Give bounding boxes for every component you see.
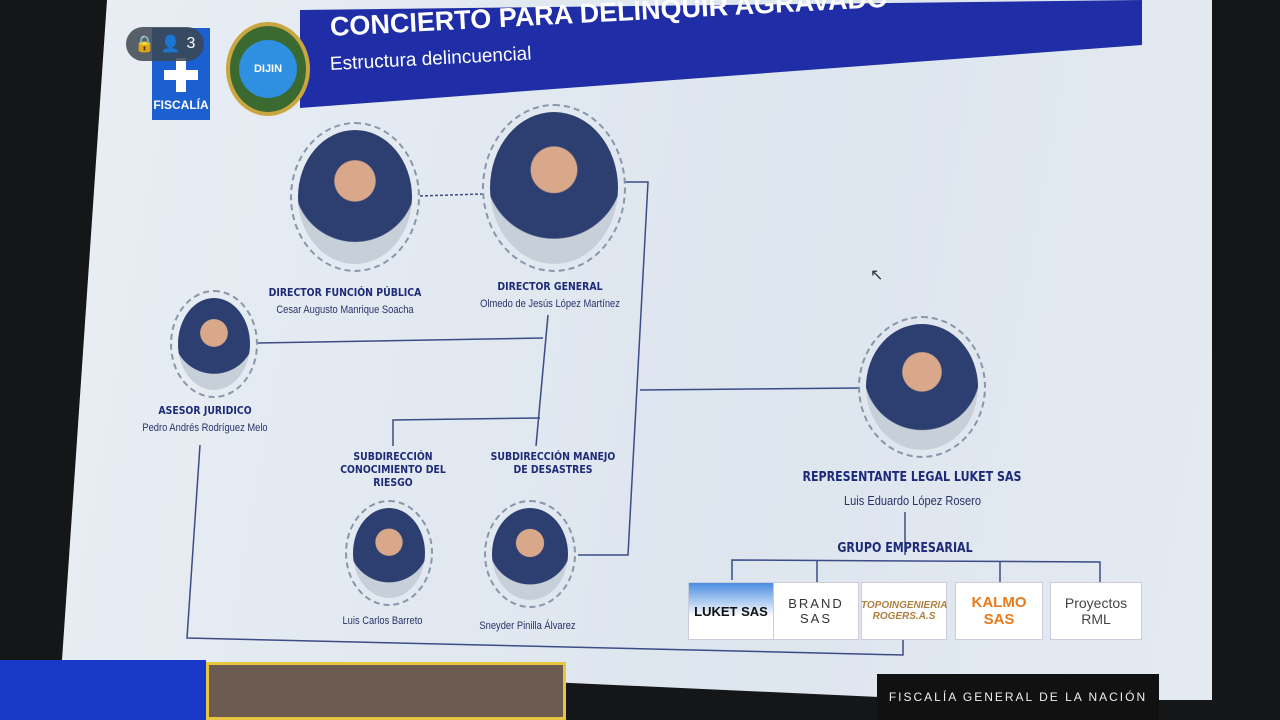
person-name: Olmedo de Jesús López Martínez: [480, 298, 620, 310]
logo-luket: LUKET SAS: [688, 582, 774, 640]
photo-representante-legal: [858, 316, 986, 458]
group-label: GRUPO EMPRESARIAL: [837, 541, 973, 556]
photo-director-general: [482, 104, 626, 272]
logo-proyectos-rml: Proyectos RML: [1050, 582, 1142, 640]
role-label: SUBDIRECCIÓN MANEJO DE DESASTRES: [490, 450, 616, 476]
dijin-seal: DIJIN: [226, 22, 310, 116]
person-name: Sneyder Pinilla Álvarez: [479, 620, 576, 632]
photo-director-funcion-publica: [290, 122, 420, 272]
role-label: SUBDIRECCIÓN CONOCIMIENTO DEL RIESGO: [340, 450, 446, 489]
photo-asesor-juridico: [170, 290, 258, 398]
people-icon: 👤: [160, 36, 181, 53]
person-name: Luis Carlos Barreto: [342, 615, 423, 627]
role-label: DIRECTOR GENERAL: [497, 280, 603, 293]
lock-icon: 🔒: [134, 36, 155, 53]
footer-banner: FISCALÍA GENERAL DE LA NACIÓN: [877, 674, 1159, 720]
person-name: Pedro Andrés Rodríguez Melo: [142, 422, 268, 434]
cross-icon: [164, 58, 198, 92]
role-label: REPRESENTANTE LEGAL LUKET SAS: [802, 470, 1022, 485]
meeting-participants-pill[interactable]: 🔒👤3: [126, 27, 204, 61]
person-name: Cesar Augusto Manrique Soacha: [276, 304, 414, 316]
photo-sneyder-pinilla: [484, 500, 576, 608]
role-label: ASESOR JURIDICO: [158, 404, 252, 417]
logo-rogers: TOPOINGENIERIA ROGERS.A.S: [861, 582, 947, 640]
role-label: DIRECTOR FUNCIÓN PÚBLICA: [268, 286, 422, 299]
mouse-cursor-icon: ↖: [870, 267, 884, 284]
logo-kalmo: KALMO SAS: [955, 582, 1043, 640]
person-name: Luis Eduardo López Rosero: [843, 493, 981, 508]
video-thumbnail[interactable]: [206, 662, 566, 720]
video-tile: [0, 660, 206, 720]
logo-brand-sas: BRAND SAS: [773, 582, 859, 640]
photo-luis-carlos-barreto: [345, 500, 433, 606]
